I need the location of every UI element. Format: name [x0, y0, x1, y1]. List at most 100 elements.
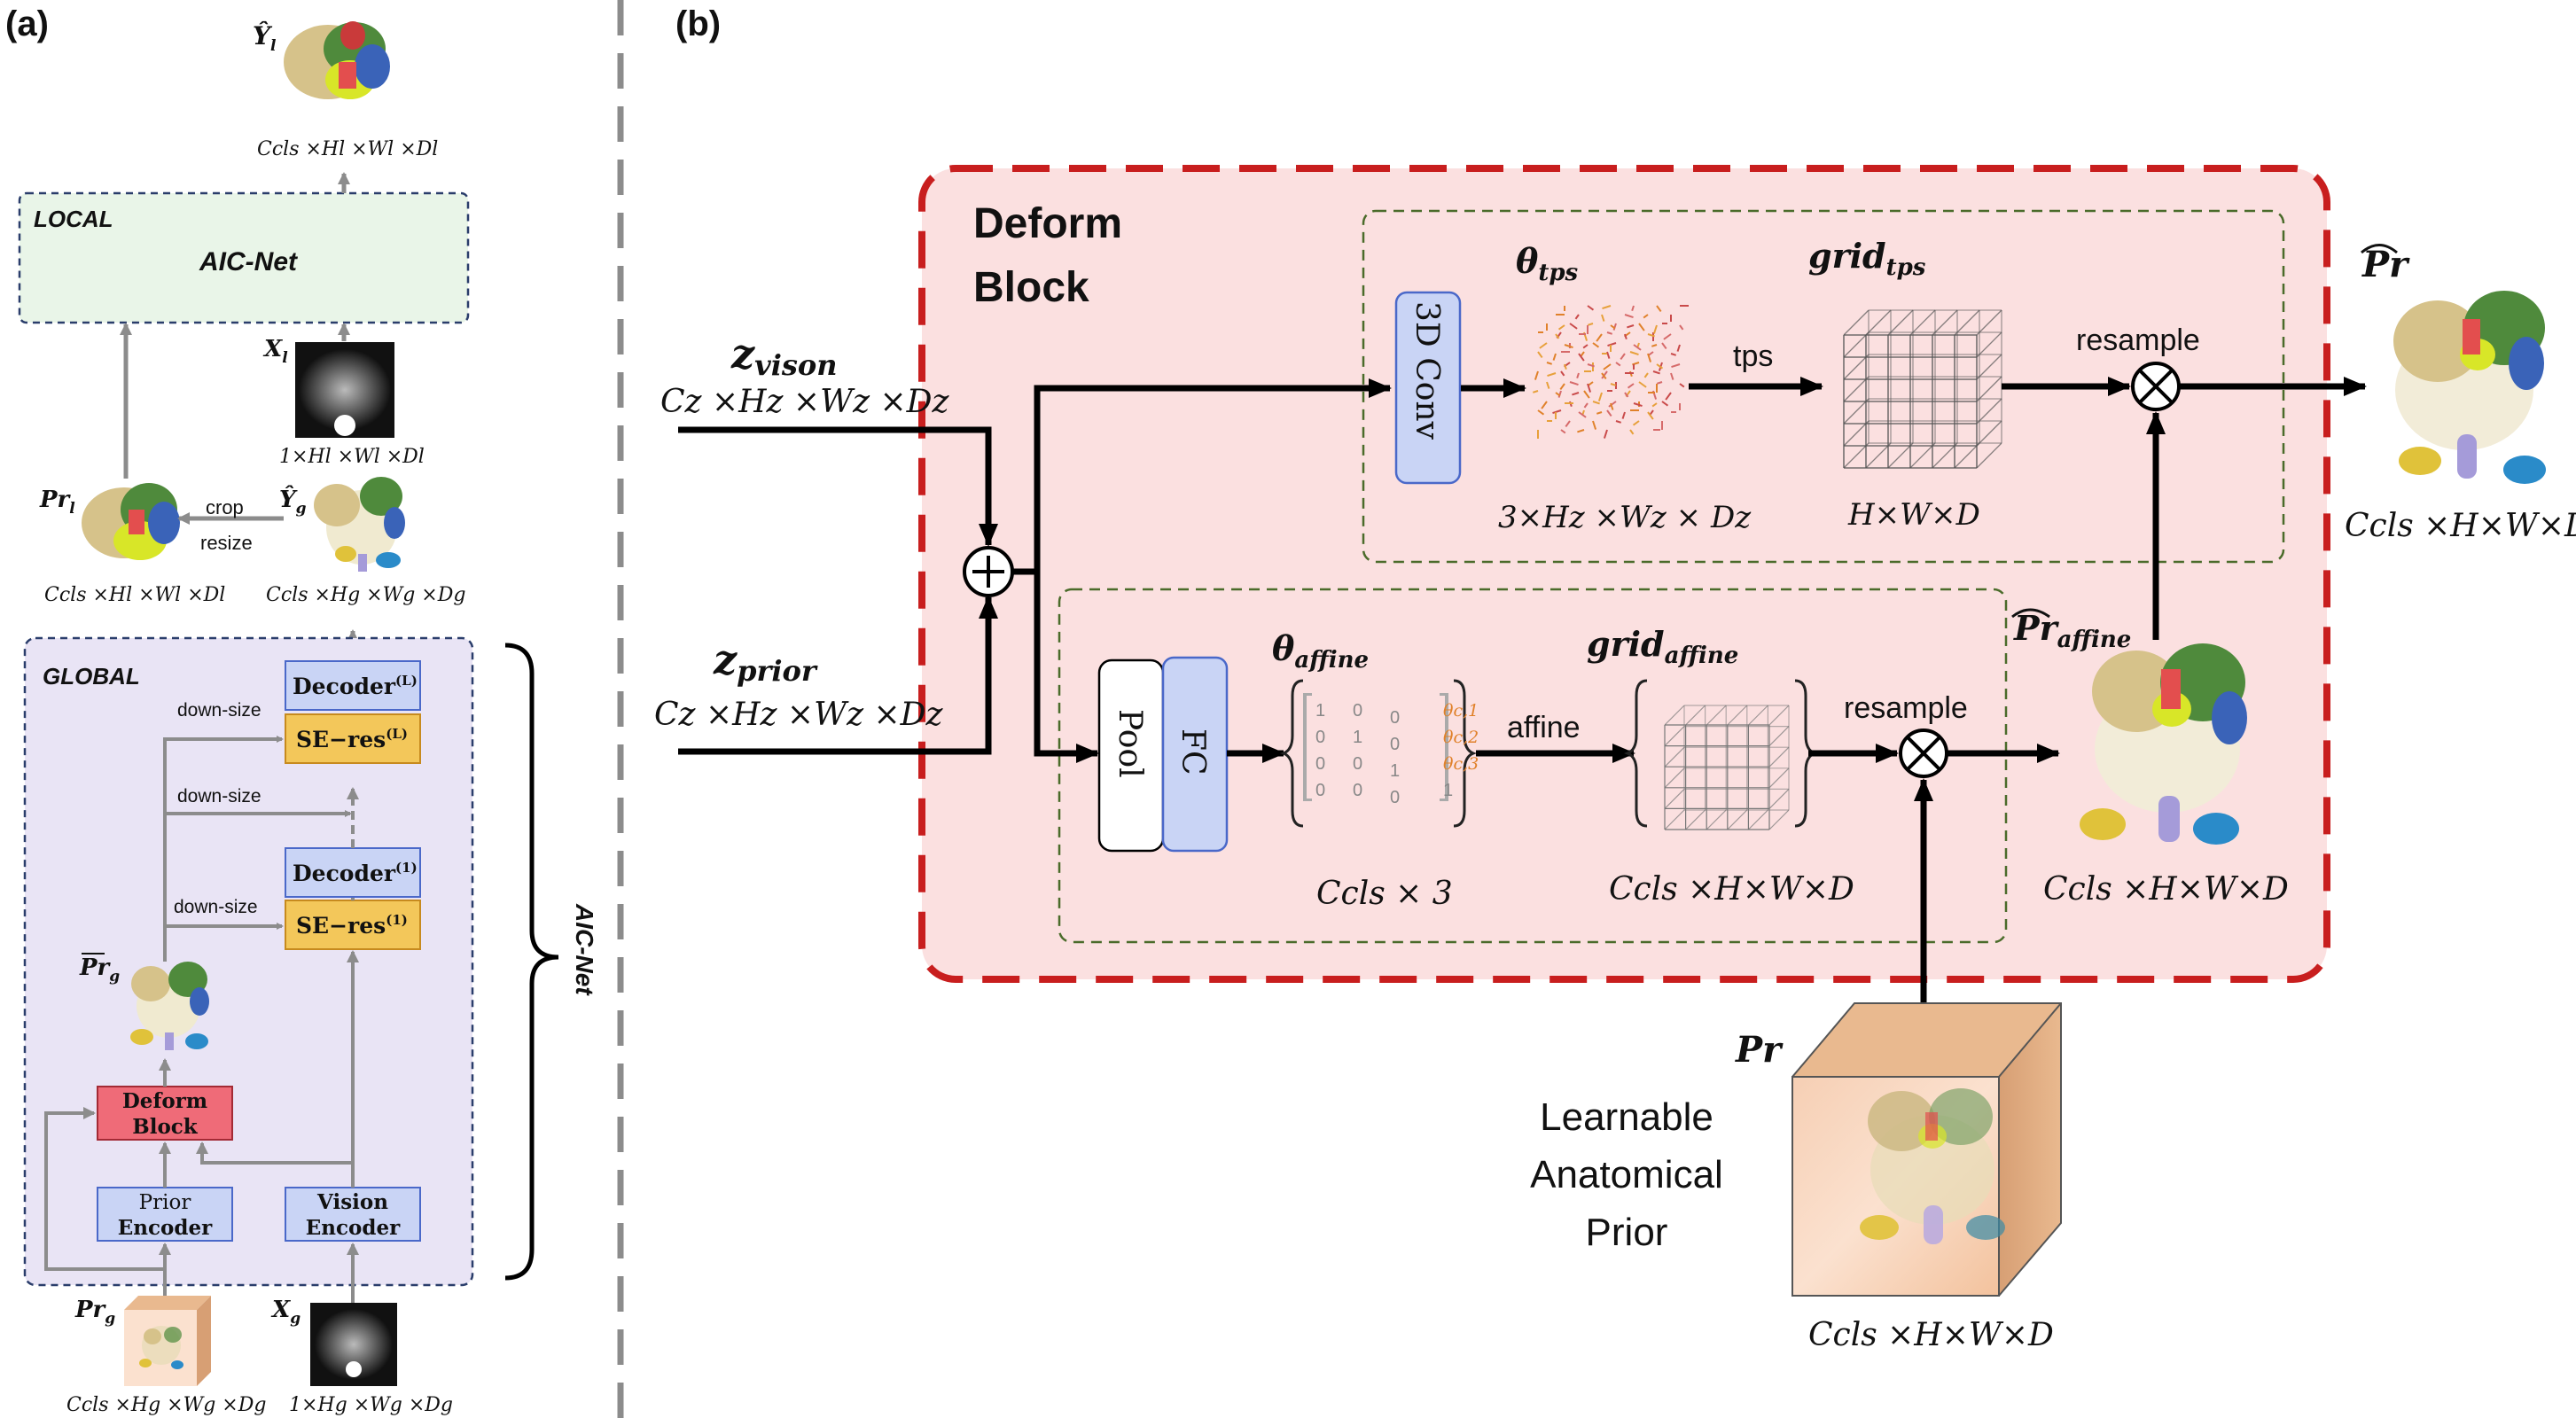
prior-encoder-line1: Prior	[139, 1191, 191, 1214]
tps-vector	[1552, 409, 1562, 415]
tps-vector	[1661, 342, 1667, 350]
tps-vector	[1583, 390, 1590, 399]
resample-top-label: resample	[2076, 323, 2200, 357]
tps-vector	[1583, 402, 1589, 409]
z-vison-symbol: zvison	[730, 330, 838, 382]
tps-vector	[1569, 323, 1578, 330]
tps-vector	[1546, 362, 1553, 365]
y-hat-l-symbol: Ŷl	[253, 21, 277, 55]
vision-encoder-line1: Vision	[316, 1190, 388, 1214]
tps-vector	[1608, 401, 1617, 408]
pr-hat-g-organ-image	[130, 962, 209, 1050]
tps-vector	[1629, 429, 1635, 435]
tps-vector	[1564, 344, 1573, 349]
matrix-cell: θc,2	[1443, 728, 1479, 747]
learnable-label-line3: Prior	[1586, 1211, 1668, 1254]
matrix-cell: 0	[1353, 754, 1362, 774]
tps-branch-box	[1362, 209, 2285, 564]
tps-vector	[1610, 324, 1616, 330]
tps-vector	[1546, 381, 1550, 389]
grid-line	[1887, 309, 1914, 336]
vision-encoder-box	[285, 1187, 421, 1242]
prior-encoder-line2: Encoder	[118, 1216, 213, 1240]
skip-down-size-1	[163, 736, 284, 814]
tps-vector	[1651, 344, 1658, 347]
tps-vector	[1577, 429, 1585, 433]
tps-vector	[1578, 411, 1587, 418]
resize-label: resize	[200, 532, 253, 554]
matrix-cell: 0	[1315, 754, 1325, 774]
grid-line	[1976, 331, 2002, 358]
vision-encoder-line2: Encoder	[306, 1216, 401, 1240]
grid-affine-dims: Ccls ×H×W×D	[1609, 871, 1854, 908]
tps-vector	[1648, 351, 1654, 356]
fc-label: FC	[1175, 728, 1211, 775]
tps-vector	[1576, 372, 1580, 379]
pr-hat-affine-organ-image	[2080, 643, 2247, 845]
prior-encoder-box	[97, 1187, 233, 1242]
grid-line	[1843, 398, 1870, 425]
matrix-brace-left	[1279, 679, 1304, 828]
y-hat-g-dims: Ccls ×Hg ×Wg ×Dg	[266, 584, 465, 606]
tps-vector	[1656, 363, 1664, 370]
tps-vector	[1587, 305, 1595, 311]
grid-line	[1768, 767, 1790, 789]
grid-line	[1685, 705, 1706, 726]
grid-affine-symbol: gridaffine	[1587, 624, 1738, 669]
tps-vector	[1569, 381, 1579, 386]
tps-vector	[1652, 324, 1658, 334]
tps-vector	[1572, 392, 1580, 396]
tps-vector	[1602, 305, 1612, 310]
pool-label: Pool	[1112, 709, 1148, 778]
tps-vector	[1564, 363, 1567, 370]
grid-line	[1932, 309, 1958, 336]
tps-vector	[1587, 323, 1594, 326]
tps-vector	[1587, 363, 1595, 368]
grid-line	[1664, 788, 1685, 809]
x-g-symbol: Xg	[270, 1297, 301, 1328]
matrix-cell: 1	[1390, 761, 1400, 781]
tps-vector	[1647, 333, 1655, 338]
grid-line	[1976, 309, 2002, 336]
decoder-l-label: Decoder(L)	[293, 673, 418, 699]
tps-vector	[1582, 344, 1589, 349]
pr-hat-output-symbol: Pr	[2361, 244, 2410, 285]
global-label: GLOBAL	[43, 663, 140, 690]
grid-line	[1976, 398, 2002, 425]
grid-line	[1909, 442, 1936, 469]
tps-vector	[1537, 351, 1543, 359]
grid-line	[1747, 809, 1768, 830]
tps-vector	[1607, 342, 1617, 347]
tps-vector	[1606, 409, 1612, 417]
panel-a-label: (a)	[5, 4, 49, 43]
pr-l-organ-image	[82, 483, 180, 560]
matrix-cell: 0	[1390, 708, 1400, 728]
tps-vector	[1638, 381, 1647, 388]
tps-vector	[1643, 314, 1649, 319]
panel-b-label: (b)	[675, 4, 721, 43]
x-l-symbol: Xl	[262, 336, 288, 367]
grid-line	[1768, 746, 1790, 767]
tps-vector	[1580, 351, 1585, 357]
pr-g-symbol: Prg	[74, 1297, 115, 1328]
pr-hat-output-organ-image	[2393, 291, 2546, 484]
grid-line	[1664, 705, 1685, 726]
tps-vector	[1670, 372, 1674, 380]
y-hat-l-dims: Ccls ×Hl ×Wl ×Dl	[257, 138, 438, 160]
tps-vector	[1621, 411, 1626, 419]
tps-vector	[1596, 333, 1603, 342]
tps-vector	[1633, 402, 1643, 408]
y-hat-g-symbol: Ŷg	[279, 485, 307, 518]
affine-label: affine	[1507, 711, 1581, 744]
theta-affine-symbol: θaffine	[1272, 628, 1369, 674]
matrix-cell: θc,1	[1443, 701, 1479, 721]
tps-vector	[1555, 333, 1560, 339]
se-res-1-label: SE−res(1)	[296, 912, 408, 939]
tps-vector	[1587, 383, 1592, 393]
deform-block-a-line2: Block	[132, 1115, 199, 1139]
pr-hat-g-symbol: Prg	[79, 954, 120, 986]
matrix-cell: 0	[1390, 735, 1400, 754]
tps-vector	[1578, 353, 1585, 362]
tps-vector	[1601, 370, 1608, 379]
